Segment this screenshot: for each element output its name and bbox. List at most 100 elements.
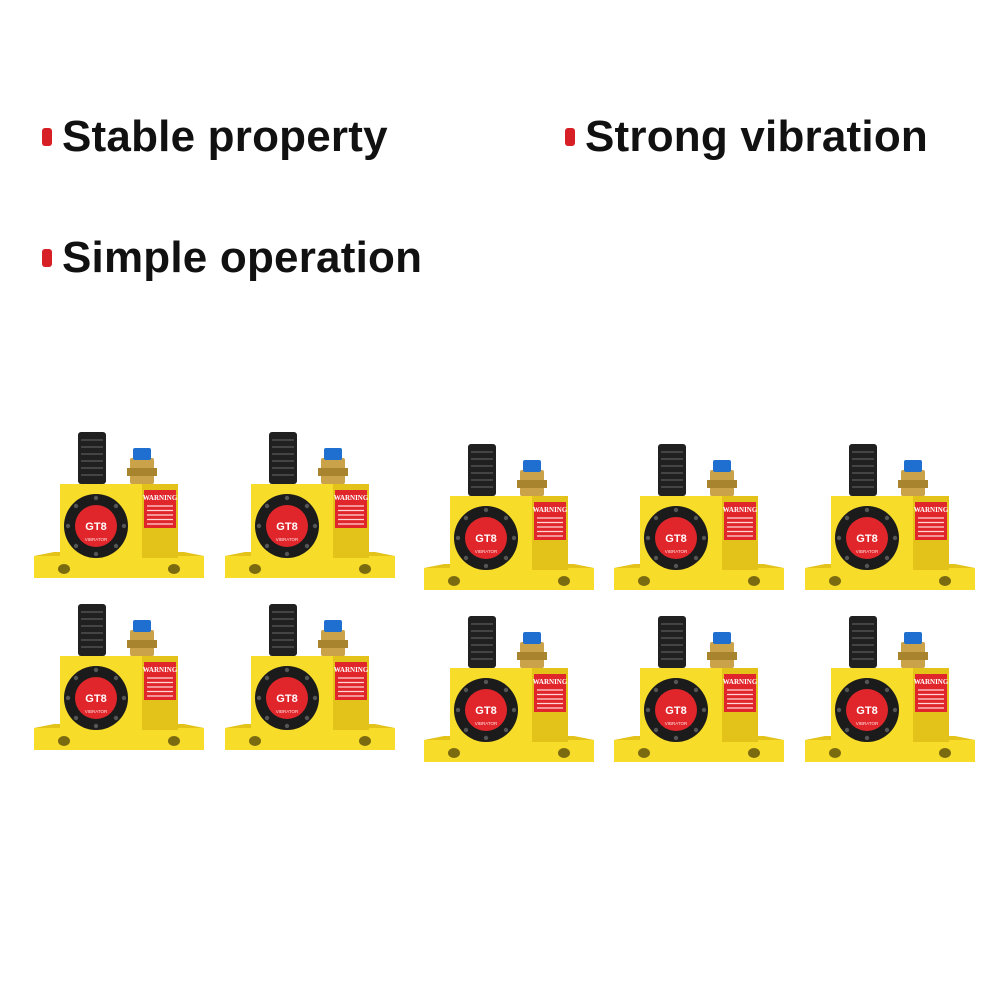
mount-hole bbox=[249, 564, 261, 574]
warning-label bbox=[724, 674, 756, 712]
feature-strong-vibration: Strong vibration bbox=[565, 112, 928, 162]
ring-label: VIBRATOR bbox=[475, 721, 498, 726]
bullet-icon bbox=[565, 128, 575, 146]
muffler bbox=[468, 444, 496, 496]
feature-label: Simple operation bbox=[62, 233, 423, 282]
muffler bbox=[849, 444, 877, 496]
warning-label bbox=[144, 490, 176, 528]
mount-hole bbox=[448, 748, 460, 758]
mount-hole bbox=[638, 748, 650, 758]
mount-hole bbox=[58, 736, 70, 746]
blue-connector bbox=[523, 460, 541, 472]
warning-label-title: WARNING bbox=[143, 494, 178, 502]
mount-hole bbox=[359, 564, 371, 574]
warning-label bbox=[335, 490, 367, 528]
warning-label-title: WARNING bbox=[334, 494, 369, 502]
blue-connector bbox=[904, 460, 922, 472]
mount-hole bbox=[448, 576, 460, 586]
ring-label: VIBRATOR bbox=[856, 549, 879, 554]
warning-label bbox=[534, 674, 566, 712]
warning-label-title: WARNING bbox=[914, 678, 949, 686]
dial-center bbox=[655, 689, 697, 731]
blue-connector bbox=[523, 632, 541, 644]
mount-hole bbox=[168, 564, 180, 574]
model-label: GT8 bbox=[665, 705, 686, 717]
mount-hole bbox=[939, 748, 951, 758]
muffler bbox=[269, 432, 297, 484]
ring-label: VIBRATOR bbox=[856, 721, 879, 726]
warning-label-title: WARNING bbox=[914, 506, 949, 514]
warning-label-title: WARNING bbox=[143, 666, 178, 674]
ring-label: VIBRATOR bbox=[85, 537, 108, 542]
dial-center bbox=[465, 517, 507, 559]
warning-label bbox=[915, 502, 947, 540]
model-label: GT8 bbox=[665, 533, 686, 545]
muffler bbox=[269, 604, 297, 656]
mount-hole bbox=[829, 748, 841, 758]
blue-connector bbox=[324, 620, 342, 632]
dial-center bbox=[846, 689, 888, 731]
mount-hole bbox=[558, 748, 570, 758]
mount-hole bbox=[939, 576, 951, 586]
mount-hole bbox=[748, 748, 760, 758]
warning-label bbox=[534, 502, 566, 540]
muffler bbox=[658, 616, 686, 668]
ring-label: VIBRATOR bbox=[85, 709, 108, 714]
mount-hole bbox=[829, 576, 841, 586]
dial-center bbox=[75, 505, 117, 547]
dial-center bbox=[846, 517, 888, 559]
warning-label bbox=[915, 674, 947, 712]
muffler bbox=[78, 432, 106, 484]
model-label: GT8 bbox=[276, 693, 297, 705]
mount-hole bbox=[249, 736, 261, 746]
mount-hole bbox=[359, 736, 371, 746]
blue-connector bbox=[133, 448, 151, 460]
feature-stable-property: Stable property bbox=[42, 112, 388, 162]
ring-label: VIBRATOR bbox=[276, 709, 299, 714]
warning-label bbox=[335, 662, 367, 700]
warning-label-title: WARNING bbox=[533, 506, 568, 514]
blue-connector bbox=[133, 620, 151, 632]
dial-center bbox=[266, 677, 308, 719]
bullet-icon bbox=[42, 128, 52, 146]
warning-label-title: WARNING bbox=[723, 506, 758, 514]
model-label: GT8 bbox=[856, 705, 877, 717]
blue-connector bbox=[904, 632, 922, 644]
muffler bbox=[849, 616, 877, 668]
feature-label: Strong vibration bbox=[585, 112, 928, 161]
feature-simple-operation: Simple operation bbox=[42, 233, 422, 283]
dial-center bbox=[465, 689, 507, 731]
ring-label: VIBRATOR bbox=[665, 549, 688, 554]
ring-label: VIBRATOR bbox=[276, 537, 299, 542]
blue-connector bbox=[713, 632, 731, 644]
mount-hole bbox=[558, 576, 570, 586]
model-label: GT8 bbox=[475, 533, 496, 545]
warning-label-title: WARNING bbox=[533, 678, 568, 686]
mount-hole bbox=[168, 736, 180, 746]
mount-hole bbox=[638, 576, 650, 586]
ring-label: VIBRATOR bbox=[665, 721, 688, 726]
model-label: GT8 bbox=[276, 521, 297, 533]
warning-label-title: WARNING bbox=[334, 666, 369, 674]
mount-hole bbox=[748, 576, 760, 586]
dial-center bbox=[75, 677, 117, 719]
warning-label bbox=[724, 502, 756, 540]
ring-label: VIBRATOR bbox=[475, 549, 498, 554]
model-label: GT8 bbox=[475, 705, 496, 717]
blue-connector bbox=[324, 448, 342, 460]
muffler bbox=[658, 444, 686, 496]
model-label: GT8 bbox=[85, 521, 106, 533]
dial-center bbox=[266, 505, 308, 547]
muffler bbox=[468, 616, 496, 668]
